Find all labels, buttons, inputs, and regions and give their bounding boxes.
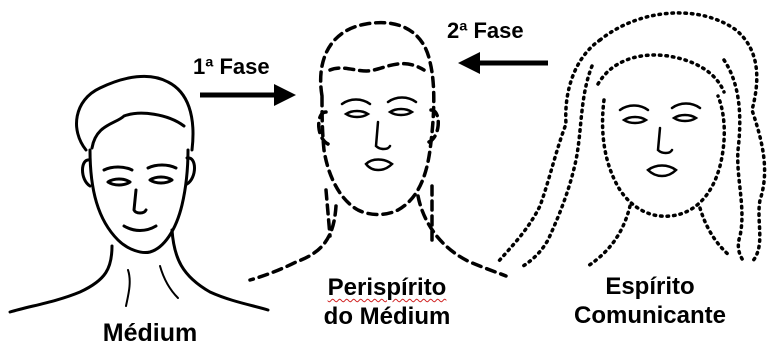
medium-right-ear: [185, 156, 196, 186]
medium-neck-muscle: [125, 269, 131, 307]
perisp-head-outline: [318, 21, 436, 217]
espirito-face: [600, 94, 727, 218]
perisp-hairline: [328, 61, 426, 73]
medium-hairline: [90, 111, 186, 150]
medium-right-eye: [148, 175, 174, 185]
perispirito-label: Perispírito do Médium: [287, 273, 487, 331]
espirito-neck-left: [586, 204, 632, 268]
espirito-fringe: [596, 53, 726, 94]
perisp-neck-inner: [324, 188, 332, 238]
perisp-neck-right: [416, 194, 508, 278]
perispirito-figure: [248, 21, 508, 282]
perispirito-label-line2: do Médium: [323, 303, 451, 330]
phase2-arrow: [458, 52, 548, 74]
espirito-hair-left: [496, 38, 602, 264]
perispirito-label-line1: Perispírito: [327, 274, 447, 301]
espirito-neck-right: [698, 206, 732, 258]
medium-neck-muscle-2: [159, 265, 179, 299]
espirito-hair-inner-left: [518, 64, 594, 270]
medium-left-eye: [106, 177, 132, 187]
phase2-label: 2ª Fase: [447, 18, 524, 43]
medium-left-ear: [81, 158, 92, 188]
espirito-label-line1: Espírito: [605, 273, 695, 300]
medium-label: Médium: [102, 319, 198, 347]
espirito-figure: [496, 11, 767, 270]
phase1-arrow: [200, 84, 296, 106]
espirito-face-features: [618, 102, 702, 178]
medium-left-brow: [102, 165, 134, 172]
espirito-hair-inner-right: [722, 58, 746, 264]
medium-nose: [132, 188, 148, 215]
medium-left-neck: [8, 244, 114, 314]
perisp-neck-left: [248, 204, 338, 282]
medium-right-neck: [170, 228, 270, 312]
perisp-left-ear: [317, 110, 330, 146]
medium-mouth: [122, 224, 158, 232]
espirito-label: Espírito Comunicante: [550, 272, 750, 330]
perisp-right-ear: [427, 108, 440, 144]
espirito-hair-outer-left: [598, 11, 767, 264]
medium-hair: [75, 74, 195, 152]
medium-right-brow: [146, 163, 178, 170]
medium-figure: [8, 74, 270, 314]
medium-face: [88, 148, 190, 254]
perispirito-face: [340, 96, 418, 172]
phase1-label: 1ª Fase: [193, 54, 270, 79]
espirito-label-line2: Comunicante: [573, 302, 726, 329]
